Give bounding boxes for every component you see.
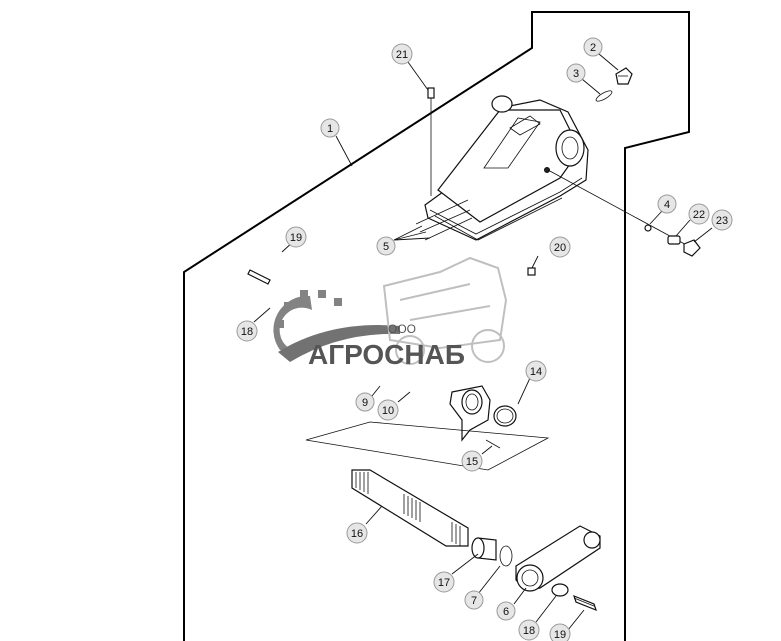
callout-19-upper: 19 xyxy=(285,226,307,248)
svg-text:23: 23 xyxy=(716,215,728,227)
svg-text:21: 21 xyxy=(396,49,408,61)
callout-19-lower: 19 xyxy=(549,623,571,641)
reference-plane xyxy=(305,421,550,471)
watermark-company-name: АГРОСНАБ xyxy=(308,339,465,370)
svg-text:15: 15 xyxy=(466,456,478,468)
gear-icon xyxy=(273,290,342,350)
svg-text:7: 7 xyxy=(471,595,477,607)
callout-3: 3 xyxy=(566,63,586,83)
svg-text:16: 16 xyxy=(351,528,363,540)
callout-20: 20 xyxy=(549,236,571,258)
o-ring xyxy=(595,90,613,102)
callout-23: 23 xyxy=(711,209,733,231)
callout-1: 1 xyxy=(320,118,340,138)
svg-text:18: 18 xyxy=(241,326,253,338)
callout-21: 21 xyxy=(391,43,413,65)
svg-text:14: 14 xyxy=(530,366,542,378)
spring-pin-15 xyxy=(485,439,501,449)
breather-cap xyxy=(615,67,633,85)
svg-text:3: 3 xyxy=(573,68,579,80)
washer-4 xyxy=(644,224,652,232)
svg-text:5: 5 xyxy=(383,241,389,253)
housing-assembly xyxy=(424,95,589,241)
bolt-lower xyxy=(573,594,597,612)
lever-assembly xyxy=(449,385,517,442)
harvester-icon xyxy=(382,256,508,365)
splined-shaft xyxy=(351,469,469,547)
svg-text:18: 18 xyxy=(523,625,535,637)
fitting-20 xyxy=(527,267,536,276)
assembly-boundary xyxy=(183,11,690,641)
bushing-22 xyxy=(667,235,681,245)
callout-10: 10 xyxy=(377,399,399,421)
watermark-logo xyxy=(273,256,508,365)
svg-text:10: 10 xyxy=(382,405,394,417)
callout-18-upper: 18 xyxy=(236,320,258,342)
washer-18 xyxy=(551,583,569,597)
callout-18-lower: 18 xyxy=(518,619,540,641)
mounting-bolts xyxy=(415,199,473,241)
leader-lines xyxy=(253,53,713,631)
svg-text:6: 6 xyxy=(503,606,509,618)
callout-2: 2 xyxy=(583,37,603,57)
svg-text:20: 20 xyxy=(554,242,566,254)
svg-text:17: 17 xyxy=(438,577,450,589)
callout-15: 15 xyxy=(461,450,483,472)
svg-text:4: 4 xyxy=(664,199,670,211)
watermark-company-prefix: ООО xyxy=(388,322,416,336)
callout-5: 5 xyxy=(376,236,396,256)
callout-16: 16 xyxy=(346,522,368,544)
callout-22: 22 xyxy=(688,203,710,225)
lift-arm-6 xyxy=(515,525,601,592)
ring-7 xyxy=(499,545,513,567)
callout-9: 9 xyxy=(355,392,375,412)
callout-14: 14 xyxy=(525,360,547,382)
svg-text:2: 2 xyxy=(590,42,596,54)
svg-text:22: 22 xyxy=(693,209,705,221)
svg-text:19: 19 xyxy=(554,629,566,641)
callout-7: 7 xyxy=(464,590,484,610)
shaft-axis xyxy=(547,169,693,249)
callout-6: 6 xyxy=(496,601,516,621)
locating-pin xyxy=(427,87,435,196)
callout-17: 17 xyxy=(433,571,455,593)
svg-text:9: 9 xyxy=(362,397,368,409)
svg-text:19: 19 xyxy=(290,232,302,244)
bushing-17 xyxy=(471,537,497,561)
callout-4: 4 xyxy=(657,194,677,214)
nut-23 xyxy=(683,239,701,257)
bolt-upper xyxy=(247,269,271,285)
svg-text:1: 1 xyxy=(327,123,333,135)
swoosh-icon xyxy=(278,325,400,362)
